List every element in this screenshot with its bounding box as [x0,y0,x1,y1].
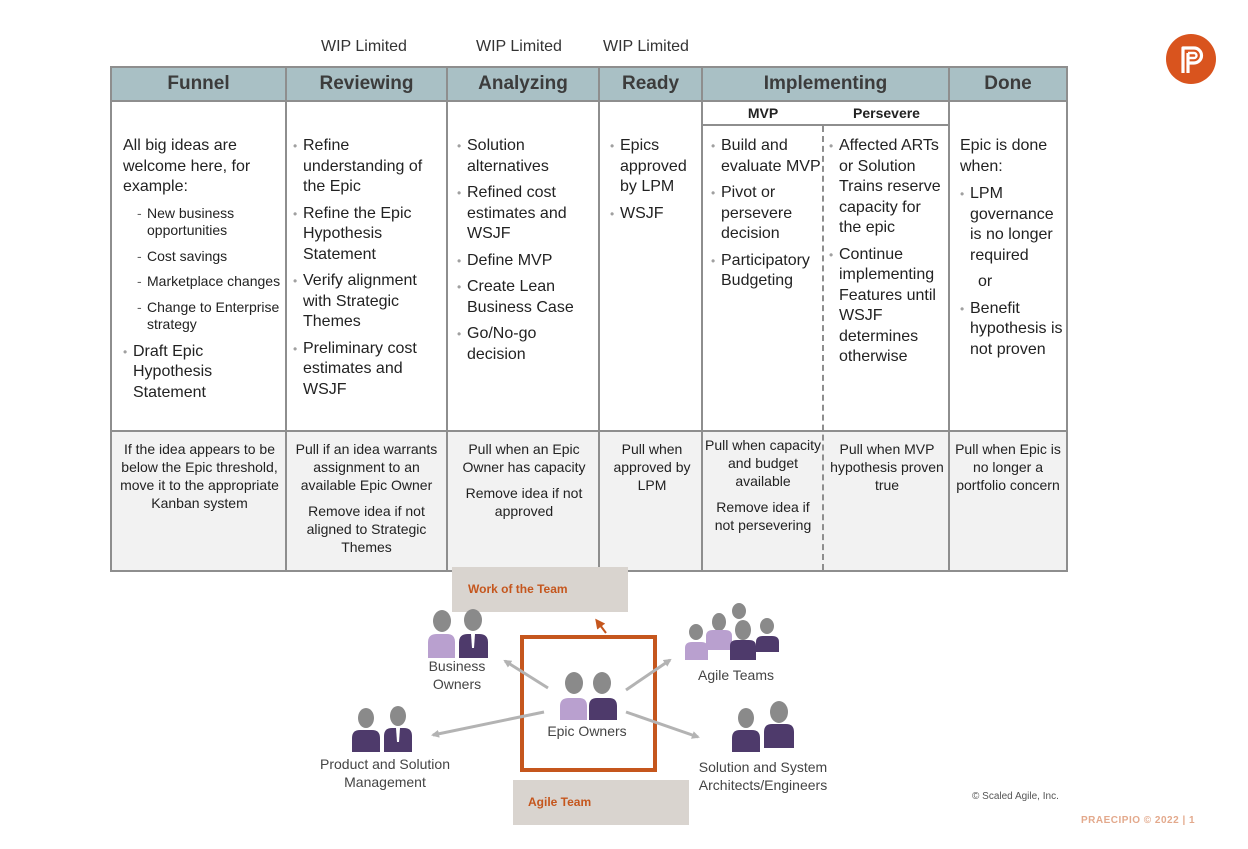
praecipio-logo [1166,34,1216,84]
list-item: Refined cost estimates and WSJF [457,183,595,245]
product-management-icon [352,706,412,752]
column-header-implementing: Implementing [703,68,950,102]
list-item: Refine the Epic Hypothesis Statement [293,204,443,266]
pull-text: If the idea appears to be below the Epic… [120,441,279,511]
pull-text: Pull when approved by LPM [613,441,691,493]
pull-criteria-funnel: If the idea appears to be below the Epic… [118,440,281,520]
portfolio-kanban-board: Funnel Reviewing Analyzing Ready Impleme… [110,66,1068,572]
pull-text: Pull when capacity and budget available [705,437,821,489]
pull-text: Remove idea if not approved [465,485,583,519]
column-header-ready: Ready [600,68,703,102]
list-item: Pivot or persevere decision [711,183,823,245]
pull-text: Pull when an Epic Owner has capacity [462,441,586,475]
wip-label-reviewing: WIP Limited [321,38,407,55]
column-divider [701,102,703,570]
agile-team-label: Agile Team [528,795,592,809]
list-item: Participatory Budgeting [711,251,823,292]
analyzing-cell: Solution alternatives Refined cost estim… [457,136,595,371]
work-of-the-team-box: Work of the Team [452,567,628,612]
column-header-funnel: Funnel [112,68,287,102]
row-divider [112,430,1066,432]
funnel-cell: All big ideas are welcome here, for exam… [123,136,281,409]
column-header-done: Done [950,68,1066,102]
list-item: Refine understanding of the Epic [293,136,443,198]
mvp-persevere-divider [822,126,824,570]
architects-icon [732,701,794,752]
pull-criteria-persevere: Pull when MVP hypothesis proven true [828,440,946,502]
done-or: or [978,273,993,290]
funnel-examples-list: New business opportunities Cost savings … [123,205,281,334]
list-item: LPM governance is no longer required [960,184,1064,266]
copyright-text: © Scaled Agile, Inc. [972,791,1059,802]
agile-team-box: Agile Team [513,780,689,825]
column-divider [285,102,287,570]
mvp-cell: Build and evaluate MVP Pivot or persever… [711,136,823,298]
reviewing-cell: Refine understanding of the Epic Refine … [293,136,443,406]
list-item: Change to Enterprise strategy [123,299,281,334]
column-header-analyzing: Analyzing [448,68,600,102]
business-owners-icon [428,609,488,658]
list-item: Benefit hypothesis is not proven [960,299,1064,361]
wip-label-ready: WIP Limited [603,38,689,55]
list-item: Define MVP [457,251,595,272]
list-item: Solution alternatives [457,136,595,177]
column-divider [446,102,448,570]
pull-text: Remove idea if not aligned to Strategic … [306,503,427,555]
pull-criteria-mvp: Pull when capacity and budget available … [705,436,821,542]
pull-criteria-reviewing: Pull if an idea warrants assignment to a… [289,440,444,564]
ready-cell: Epics approved by LPM WSJF [610,136,700,230]
list-item: Marketplace changes [123,273,281,291]
list-item: Epics approved by LPM [610,136,700,198]
list-item: Verify alignment with Strategic Themes [293,271,443,333]
epic-owners-label: Epic Owners [547,723,627,739]
pull-criteria-ready: Pull when approved by LPM [606,440,698,502]
persevere-cell: Affected ARTs or Solution Trains reserve… [829,136,947,374]
funnel-lead: All big ideas are welcome here, for exam… [123,137,251,195]
business-owners-label: Business Owners [428,658,486,692]
product-management-label: Product and Solution Management [320,756,450,790]
wip-label-analyzing: WIP Limited [476,38,562,55]
pull-criteria-row [112,432,1066,570]
subheader-mvp: MVP [703,102,823,126]
list-item: New business opportunities [123,205,281,240]
column-divider [598,102,600,570]
epic-owners-icon [560,672,617,720]
list-item: Affected ARTs or Solution Trains reserve… [829,136,947,239]
list-item: Preliminary cost estimates and WSJF [293,339,443,401]
pull-criteria-done: Pull when Epic is no longer a portfolio … [954,440,1062,502]
list-item: Continue implementing Features until WSJ… [829,245,947,368]
funnel-bullets: Draft Epic Hypothesis Statement [123,342,281,404]
done-cell: Epic is done when: LPM governance is no … [960,136,1064,366]
column-header-reviewing: Reviewing [287,68,448,102]
done-lead: Epic is done when: [960,137,1048,175]
list-item: Cost savings [123,248,281,266]
list-item: Draft Epic Hypothesis Statement [123,342,281,404]
list-item: WSJF [610,204,700,225]
agile-teams-icon [685,603,779,660]
agile-teams-label: Agile Teams [697,667,774,683]
subheader-persevere: Persevere [823,102,950,126]
pull-text: Pull if an idea warrants assignment to a… [295,441,438,493]
praecipio-logo-icon [1181,46,1204,73]
pull-text: Pull when Epic is no longer a portfolio … [955,441,1061,493]
work-of-the-team-label: Work of the Team [468,582,568,596]
pull-text: Remove idea if not persevering [714,499,812,533]
architects-label: Solution and System Architects/Engineers [698,759,828,793]
list-item: Create Lean Business Case [457,277,595,318]
list-item: Build and evaluate MVP [711,136,823,177]
pull-criteria-analyzing: Pull when an Epic Owner has capacity Rem… [454,440,594,528]
column-divider [948,102,950,570]
pull-text: Pull when MVP hypothesis proven true [830,441,944,493]
footer-text: PRAECIPIO © 2022 | 1 [1081,815,1196,826]
list-item: Go/No-go decision [457,324,595,365]
